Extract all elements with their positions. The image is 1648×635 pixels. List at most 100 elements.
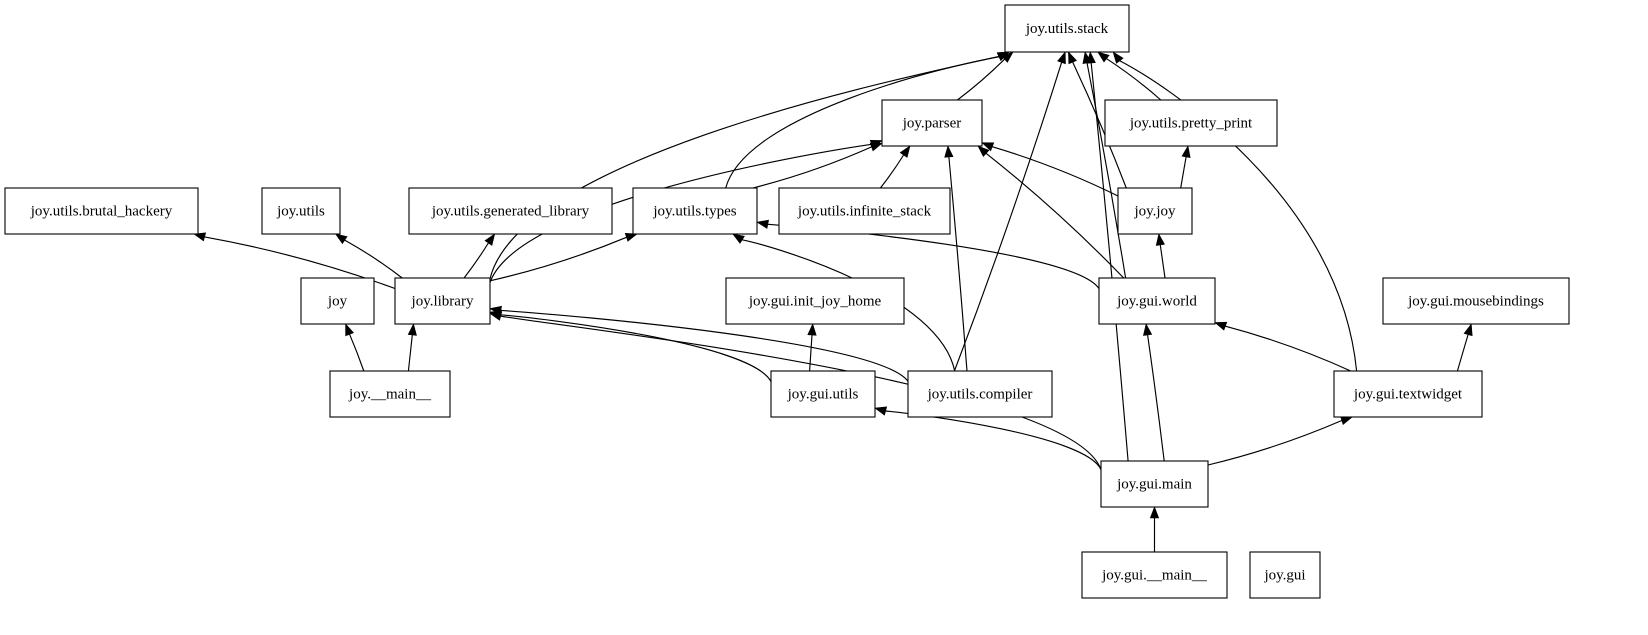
node-joy.utils[interactable]: joy.utils <box>261 187 341 235</box>
edge-joy.gui.world-to-joy.utils.stack <box>1086 62 1127 279</box>
node-joy.utils.generated_library[interactable]: joy.utils.generated_library <box>408 187 613 235</box>
arrowhead-icon <box>345 323 355 337</box>
edge-joy.gui.textwidget-to-joy.gui.mousebindings <box>1456 334 1469 372</box>
node-box[interactable] <box>907 370 1053 418</box>
node-box[interactable] <box>881 99 983 147</box>
arrowhead-icon <box>489 311 503 321</box>
node-joy.gui.textwidget[interactable]: joy.gui.textwidget <box>1333 370 1483 418</box>
node-box[interactable] <box>778 187 951 235</box>
node-box[interactable] <box>1382 277 1570 325</box>
edge-joy.__main__-to-joy.library <box>407 334 413 372</box>
edge-joy.gui.main-to-joy.gui.world <box>1147 334 1165 462</box>
node-joy[interactable]: joy <box>300 277 375 325</box>
node-box[interactable] <box>1081 551 1228 599</box>
edge-joy.utils.infinite_stack-to-joy.parser <box>879 154 905 189</box>
node-joy.utils.pretty_print[interactable]: joy.utils.pretty_print <box>1104 99 1278 147</box>
node-joy.gui.utils[interactable]: joy.gui.utils <box>770 370 876 418</box>
arrowhead-icon <box>732 233 745 244</box>
node-box[interactable] <box>300 277 375 325</box>
arrowhead-icon <box>193 232 207 242</box>
node-joy.gui.main[interactable]: joy.gui.main <box>1100 460 1209 508</box>
node-joy.utils.types[interactable]: joy.utils.types <box>632 187 758 235</box>
node-joy.parser[interactable]: joy.parser <box>881 99 983 147</box>
edge-joy.gui.utils-to-joy.library <box>500 314 772 382</box>
edge-joy.utils.compiler-to-joy.library <box>500 309 909 382</box>
node-joy.gui.mousebindings[interactable]: joy.gui.mousebindings <box>1382 277 1570 325</box>
node-label: joy.utils.brutal_hackery <box>30 203 173 219</box>
node-box[interactable] <box>394 277 491 325</box>
edge-joy.gui.main-to-joy.gui.textwidget <box>1207 419 1343 466</box>
edge-joy.gui.textwidget-to-joy.utils.stack <box>1119 60 1358 372</box>
node-label: joy.utils.types <box>652 203 736 219</box>
node-box[interactable] <box>632 187 758 235</box>
arrowhead-icon <box>1143 323 1153 336</box>
node-layer: joy.utils.stack joy.parser joy.utils.prett… <box>4 4 1570 599</box>
node-joy.utils.stack[interactable]: joy.utils.stack <box>1004 4 1130 53</box>
node-label: joy.gui.main <box>1116 476 1192 492</box>
node-box[interactable] <box>725 277 905 325</box>
arrowhead-icon <box>977 145 990 158</box>
node-box[interactable] <box>1249 551 1321 599</box>
edge-joy.gui.textwidget-to-joy.gui.world <box>1225 325 1351 372</box>
edge-joy.gui.main-to-joy.library <box>500 315 1102 470</box>
node-joy.gui.world[interactable]: joy.gui.world <box>1098 277 1216 325</box>
arrowhead-icon <box>756 219 769 229</box>
edge-joy.joy-to-joy.utils.stack <box>1072 61 1127 189</box>
node-label: joy.gui.world <box>1116 293 1197 309</box>
node-joy.utils.infinite_stack[interactable]: joy.utils.infinite_stack <box>778 187 951 235</box>
node-label: joy.gui.__main__ <box>1101 567 1207 583</box>
node-box[interactable] <box>408 187 613 235</box>
node-box[interactable] <box>1100 460 1209 508</box>
node-box[interactable] <box>1004 4 1130 53</box>
node-box[interactable] <box>261 187 341 235</box>
arrowhead-icon <box>334 233 348 245</box>
node-box[interactable] <box>1117 187 1193 235</box>
arrowhead-icon <box>407 323 417 336</box>
node-box[interactable] <box>329 370 451 418</box>
arrowhead-icon <box>1097 51 1110 63</box>
node-joy.__main__[interactable]: joy.__main__ <box>329 370 451 418</box>
edge-joy.utils.pretty_print-to-joy.utils.stack <box>1106 58 1162 101</box>
node-box[interactable] <box>1104 99 1278 147</box>
arrowhead-icon <box>874 406 888 416</box>
node-label: joy <box>327 293 348 309</box>
arrowhead-icon <box>1068 51 1078 65</box>
node-box[interactable] <box>770 370 876 418</box>
edge-joy.library-to-joy.utils.generated_library <box>463 242 489 279</box>
node-joy.utils.compiler[interactable]: joy.utils.compiler <box>907 370 1053 418</box>
node-label: joy.utils <box>276 203 325 219</box>
node-box[interactable] <box>1333 370 1483 418</box>
arrowhead-icon <box>869 142 883 152</box>
node-label: joy.gui.textwidget <box>1353 386 1463 402</box>
edge-joy.parser-to-joy.utils.stack <box>957 58 1006 101</box>
node-box[interactable] <box>1098 277 1216 325</box>
node-joy.gui.init_joy_home[interactable]: joy.gui.init_joy_home <box>725 277 905 325</box>
node-joy.gui.__main__[interactable]: joy.gui.__main__ <box>1081 551 1228 599</box>
arrowhead-icon <box>981 142 995 152</box>
node-label: joy.joy <box>1133 203 1176 219</box>
node-label: joy.parser <box>902 115 962 131</box>
node-joy.utils.brutal_hackery[interactable]: joy.utils.brutal_hackery <box>4 187 199 235</box>
arrowhead-icon <box>996 51 1010 62</box>
edge-joy.utils.compiler-to-joy.utils.stack <box>953 62 1063 372</box>
edge-joy.__main__-to-joy <box>349 334 365 372</box>
edge-layer <box>193 51 1473 552</box>
arrowhead-icon <box>944 145 954 158</box>
node-label: joy.gui.utils <box>787 386 859 402</box>
node-joy.library[interactable]: joy.library <box>394 277 491 325</box>
node-joy.joy[interactable]: joy.joy <box>1117 187 1193 235</box>
arrowhead-icon <box>1340 416 1353 426</box>
arrowhead-icon <box>1057 51 1066 65</box>
node-joy.gui[interactable]: joy.gui <box>1249 551 1321 599</box>
edge-joy.utils.types-to-joy.parser <box>752 146 872 189</box>
arrowhead-icon <box>1214 321 1228 331</box>
arrowhead-icon <box>807 323 817 336</box>
node-label: joy.utils.generated_library <box>431 203 590 219</box>
edge-joy.gui.main-to-joy.utils.stack <box>1090 62 1129 462</box>
edge-joy.gui.main-to-joy.gui.utils <box>885 410 1102 470</box>
node-box[interactable] <box>4 187 199 235</box>
edge-joy.gui.world-to-joy.parser <box>985 152 1125 279</box>
node-label: joy.gui <box>1263 567 1305 583</box>
